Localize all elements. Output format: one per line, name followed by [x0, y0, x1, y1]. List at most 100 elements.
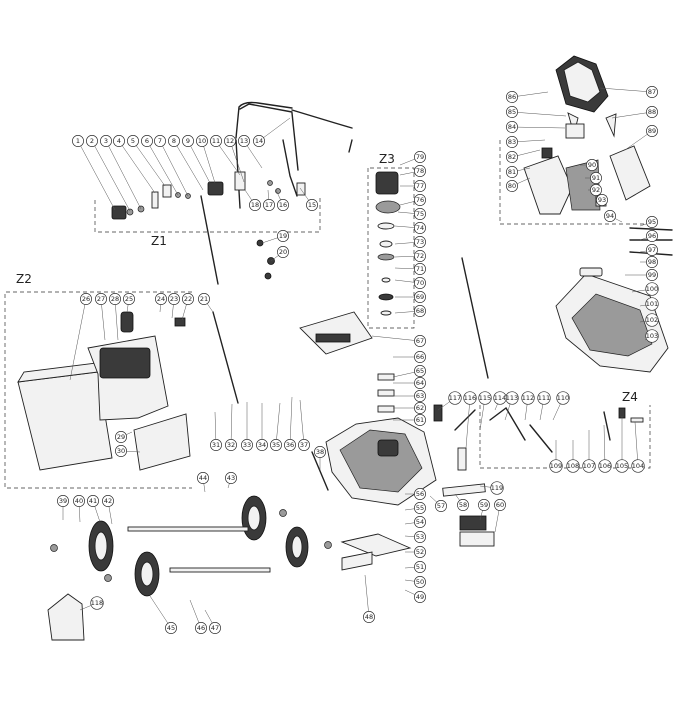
callout-15: 15 [299, 187, 318, 211]
callout-98: 98 [640, 256, 658, 268]
callout-number: 89 [648, 127, 656, 135]
callout-number: 77 [416, 182, 424, 190]
callout-circle [115, 445, 127, 457]
callout-number: 47 [211, 624, 219, 632]
callout-circle [414, 180, 426, 192]
callout-leader-line [187, 140, 211, 184]
callout-number: 78 [416, 167, 424, 175]
callout-circle [210, 135, 222, 147]
callout-number: 20 [279, 248, 287, 256]
callout-106: 106 [598, 424, 612, 473]
callout-circle [631, 459, 645, 473]
callout-24: 24 [155, 293, 167, 313]
callout-41: 41 [87, 495, 101, 523]
callout-59: 59 [478, 499, 490, 521]
callout-circle [155, 293, 167, 305]
callout-leader-line [159, 140, 189, 197]
callout-number: 85 [508, 108, 516, 116]
callout-22: 22 [181, 293, 194, 321]
callout-number: 104 [632, 462, 644, 470]
callout-number: 81 [508, 168, 516, 176]
callout-number: 87 [648, 88, 656, 96]
callout-circle [414, 390, 426, 402]
callout-number: 75 [416, 210, 424, 218]
callout-number: 60 [496, 501, 504, 509]
callout-number: 34 [258, 441, 266, 449]
callout-circle [435, 500, 447, 512]
callout-circle [314, 446, 326, 458]
motor-assembly [375, 171, 401, 316]
callout-48: 48 [363, 574, 375, 623]
callout-number: 97 [648, 246, 656, 254]
callout-114: 114 [493, 391, 507, 411]
callout-leader-line [77, 140, 116, 211]
callout-number: 82 [508, 153, 516, 161]
callout-circle [414, 502, 426, 514]
callout-number: 49 [416, 593, 424, 601]
callout-11: 11 [210, 135, 241, 176]
callout-circle [506, 136, 518, 148]
callout-51: 51 [404, 561, 426, 573]
callout-77: 77 [400, 180, 426, 192]
callout-circle [506, 91, 518, 103]
callout-number: 118 [91, 599, 103, 607]
callout-leader-line [511, 111, 567, 117]
callout-number: 54 [416, 518, 424, 526]
callout-number: 65 [416, 367, 424, 375]
callout-number: 86 [508, 93, 516, 101]
callout-96: 96 [639, 230, 658, 242]
callout-119: 119 [479, 481, 504, 495]
callout-circle [414, 531, 426, 543]
callout-circle [582, 459, 596, 473]
callout-92: 92 [588, 184, 602, 196]
group-label-z1: Z1 [151, 234, 167, 248]
callout-circle [414, 561, 426, 573]
callout-number: 23 [170, 295, 178, 303]
callout-75: 75 [397, 208, 426, 220]
callout-leader-line [69, 298, 87, 381]
callout-number: 28 [111, 295, 119, 303]
callout-70: 70 [394, 277, 426, 289]
callout-circle [414, 516, 426, 528]
callout-25: 25 [123, 293, 135, 313]
callout-number: 15 [308, 201, 316, 209]
z4-components [311, 404, 644, 491]
callout-leader-line [91, 140, 131, 212]
callout-83: 83 [506, 136, 546, 148]
callout-47: 47 [204, 609, 221, 634]
callout-circle [615, 459, 629, 473]
callout-73: 73 [394, 236, 426, 248]
callout-circle [490, 481, 504, 495]
callout-leader-line [258, 117, 291, 142]
callout-leader-line [511, 126, 566, 129]
callout-109: 109 [549, 440, 563, 473]
callout-number: 68 [416, 307, 424, 315]
callout-12: 12 [224, 135, 245, 183]
callout-31: 31 [210, 411, 222, 451]
callout-leader-line [465, 397, 471, 449]
callout-36: 36 [284, 396, 296, 451]
callout-circle [537, 391, 551, 405]
callout-14: 14 [253, 117, 291, 147]
callout-118: 118 [79, 596, 104, 611]
callout-28: 28 [109, 293, 121, 341]
callout-63: 63 [393, 390, 426, 402]
callout-circle [556, 391, 570, 405]
callout-number: 102 [646, 316, 658, 324]
callout-number: 39 [59, 497, 67, 505]
callout-69: 69 [395, 291, 426, 303]
callout-circle [414, 335, 426, 347]
callout-circle [646, 125, 658, 137]
callout-circle [646, 106, 658, 118]
callout-number: 38 [316, 448, 324, 456]
callout-number: 119 [491, 484, 503, 492]
callout-29: 29 [115, 431, 133, 443]
callout-64: 64 [393, 377, 426, 389]
callout-circle [95, 293, 107, 305]
callout-circle [494, 499, 506, 511]
callout-88: 88 [611, 106, 658, 119]
callout-79: 79 [399, 151, 426, 166]
callout-circle [195, 622, 207, 634]
callout-number: 94 [606, 212, 614, 220]
